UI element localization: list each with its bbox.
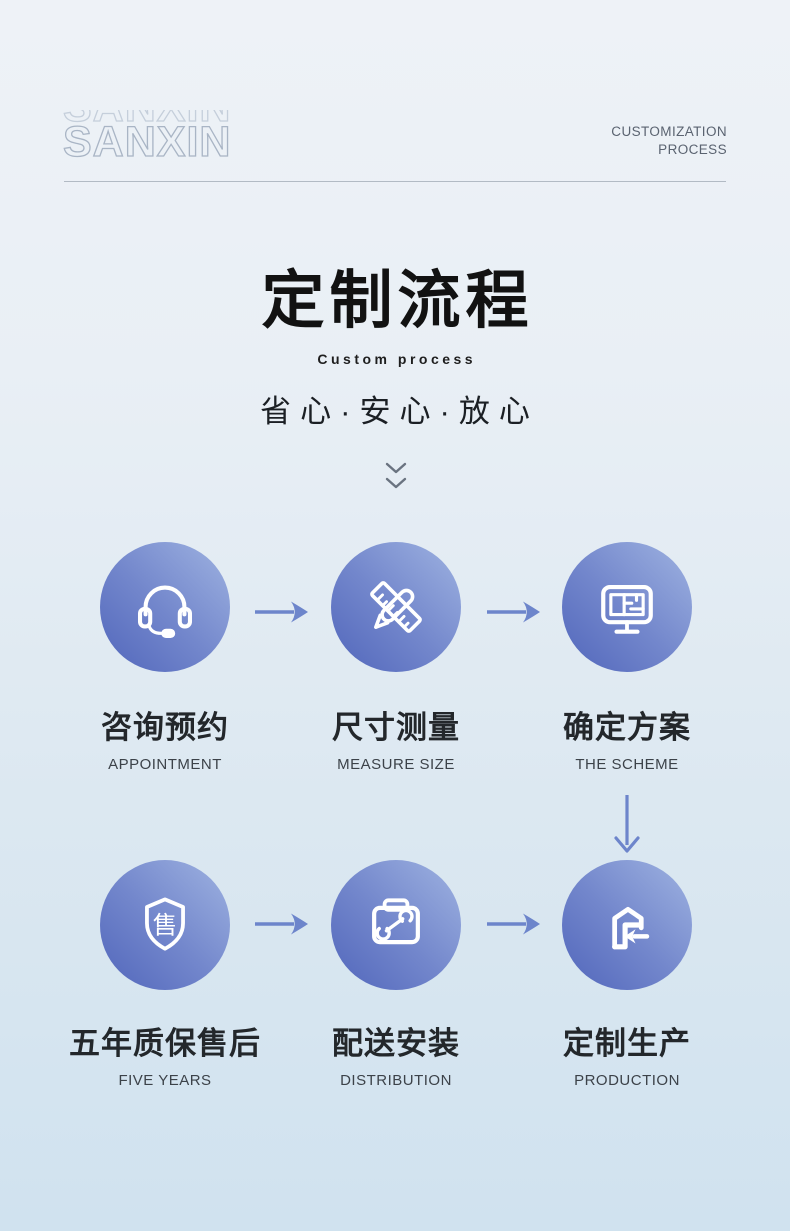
tagline-line2: PROCESS (658, 142, 727, 157)
step-title-zh: 尺寸测量 (332, 710, 460, 745)
step-label-warranty: 五年质保售后 FIVE YEARS (25, 1018, 305, 1089)
step-title-en: THE SCHEME (575, 756, 679, 773)
shield-icon: 售 (145, 897, 185, 951)
logo-echo-text: SANXIN (63, 110, 231, 132)
warehouse-arrow-icon (612, 906, 650, 950)
step-circle-production (562, 860, 692, 990)
page-title: 定制流程 (261, 266, 534, 336)
sanxin-logo: SANXIN SANXIN (63, 110, 363, 168)
step-circle-distribution (331, 860, 461, 990)
step-circle-measure (331, 542, 461, 672)
chevron-down-icon (385, 477, 407, 489)
headset-icon (137, 585, 193, 638)
page-subtitle: Custom process (317, 351, 477, 367)
ruler-pencil-icon (370, 581, 422, 633)
step-circle-warranty: 售 (100, 860, 230, 990)
monitor-floorplan-icon (601, 584, 653, 634)
arrow-right-icon (255, 601, 308, 623)
step-title-zh: 确定方案 (563, 710, 691, 745)
step-label-production: 定制生产 PRODUCTION (487, 1018, 767, 1089)
step-title-en: APPOINTMENT (108, 756, 222, 773)
step-circle-appointment (100, 542, 230, 672)
arrow-right-icon (487, 913, 540, 935)
arrow-right-icon (255, 913, 308, 935)
chevron-down-icon (385, 462, 407, 474)
step-title-en: FIVE YEARS (118, 1072, 212, 1089)
step-title-zh: 定制生产 (563, 1026, 691, 1061)
step-title-zh: 五年质保售后 (69, 1026, 261, 1061)
step-label-measure: 尺寸测量 MEASURE SIZE (256, 702, 536, 773)
shield-badge-char: 售 (153, 912, 178, 940)
step-title-en: PRODUCTION (574, 1072, 680, 1089)
toolbox-wrench-icon (372, 898, 420, 945)
header-tagline: CUSTOMIZATION PROCESS (611, 123, 727, 159)
step-label-appointment: 咨询预约 APPOINTMENT (25, 702, 305, 773)
arrow-down-icon (614, 795, 640, 853)
logo-text: SANXIN (63, 117, 232, 166)
step-title-zh: 咨询预约 (101, 710, 229, 745)
step-label-distribution: 配送安装 DISTRIBUTION (256, 1018, 536, 1089)
header-divider (64, 181, 726, 182)
step-circle-scheme (562, 542, 692, 672)
page-slogan: 省心·安心·放心 (260, 394, 539, 429)
step-title-en: DISTRIBUTION (340, 1072, 452, 1089)
step-title-zh: 配送安装 (332, 1026, 460, 1061)
chevron-down-icon (384, 462, 408, 489)
arrow-right-icon (487, 601, 540, 623)
step-title-en: MEASURE SIZE (337, 756, 455, 773)
step-label-scheme: 确定方案 THE SCHEME (487, 702, 767, 773)
tagline-line1: CUSTOMIZATION (611, 124, 727, 139)
